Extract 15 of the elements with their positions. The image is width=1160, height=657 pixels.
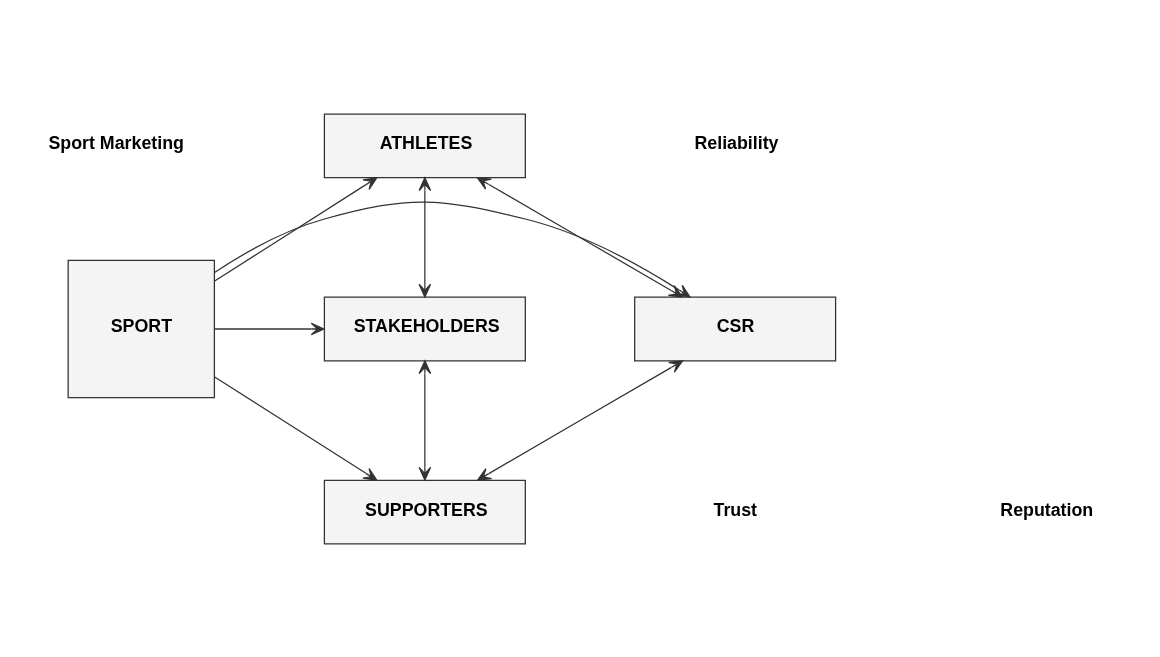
label: Reliability — [694, 132, 779, 153]
node-box: SPORT — [67, 259, 216, 398]
node-box: ATHLETES — [323, 112, 526, 178]
arrow — [214, 375, 378, 481]
label: Sport Marketing — [48, 132, 184, 153]
arrow — [214, 322, 325, 335]
node-box: CSR — [634, 296, 837, 361]
arrow — [214, 176, 378, 282]
node-box: STAKEHOLDERS — [323, 296, 526, 361]
label: Reputation — [1000, 499, 1094, 520]
node-box: SUPPORTERS — [323, 479, 526, 545]
arrow — [418, 176, 432, 298]
arrow — [477, 359, 684, 481]
arrow — [418, 359, 432, 481]
label: Trust — [713, 499, 758, 520]
